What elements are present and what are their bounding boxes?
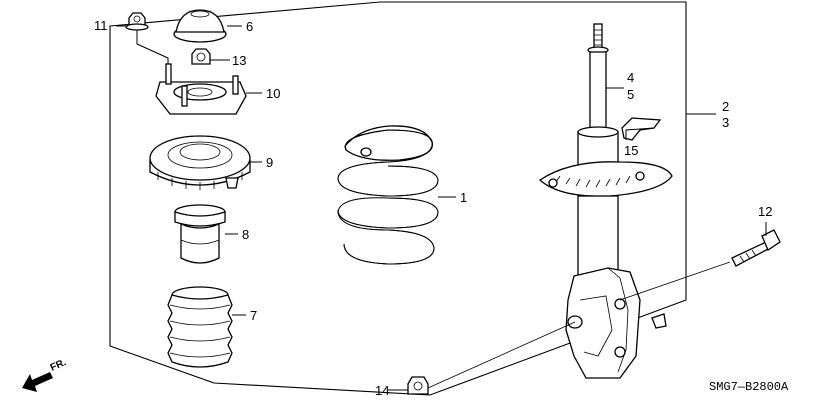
callout-11: 11	[94, 18, 108, 33]
alignment-line-bolt	[619, 261, 731, 301]
callout-3: 3	[722, 115, 729, 130]
part-10-upper-mount	[155, 63, 247, 115]
alignment-line-nut	[427, 321, 576, 389]
part-13-nut	[191, 48, 211, 65]
diagram-code: SMG7—B2800A	[709, 380, 789, 394]
front-direction-label: FR.	[49, 357, 68, 374]
callout-2: 2	[722, 99, 729, 114]
callout-1: 1	[460, 190, 467, 205]
front-direction-arrow-icon	[22, 372, 53, 392]
callout-14: 14	[375, 383, 389, 398]
callout-4: 4	[627, 70, 634, 85]
leader-lines	[116, 25, 767, 391]
part-2-3-strut-assembly	[538, 23, 673, 379]
callout-10: 10	[266, 86, 280, 101]
part-8-bump-stop	[174, 204, 226, 264]
part-9-spring-seat	[149, 135, 251, 190]
callout-12: 12	[758, 204, 772, 219]
callout-9: 9	[266, 155, 273, 170]
callout-7: 7	[250, 308, 257, 323]
part-7-dust-boot	[167, 286, 233, 368]
callout-13: 13	[232, 53, 246, 68]
part-1-coil-spring	[337, 125, 439, 265]
part-12-bolt	[731, 229, 781, 267]
callout-15: 15	[624, 143, 638, 158]
callout-8: 8	[242, 227, 249, 242]
part-14-nut	[407, 376, 429, 395]
assembly-boundary	[109, 1, 687, 396]
callout-5: 5	[627, 87, 634, 102]
part-11-flange-nut	[125, 12, 149, 31]
part-6-mount-cap	[173, 9, 227, 43]
callout-6: 6	[246, 19, 253, 34]
